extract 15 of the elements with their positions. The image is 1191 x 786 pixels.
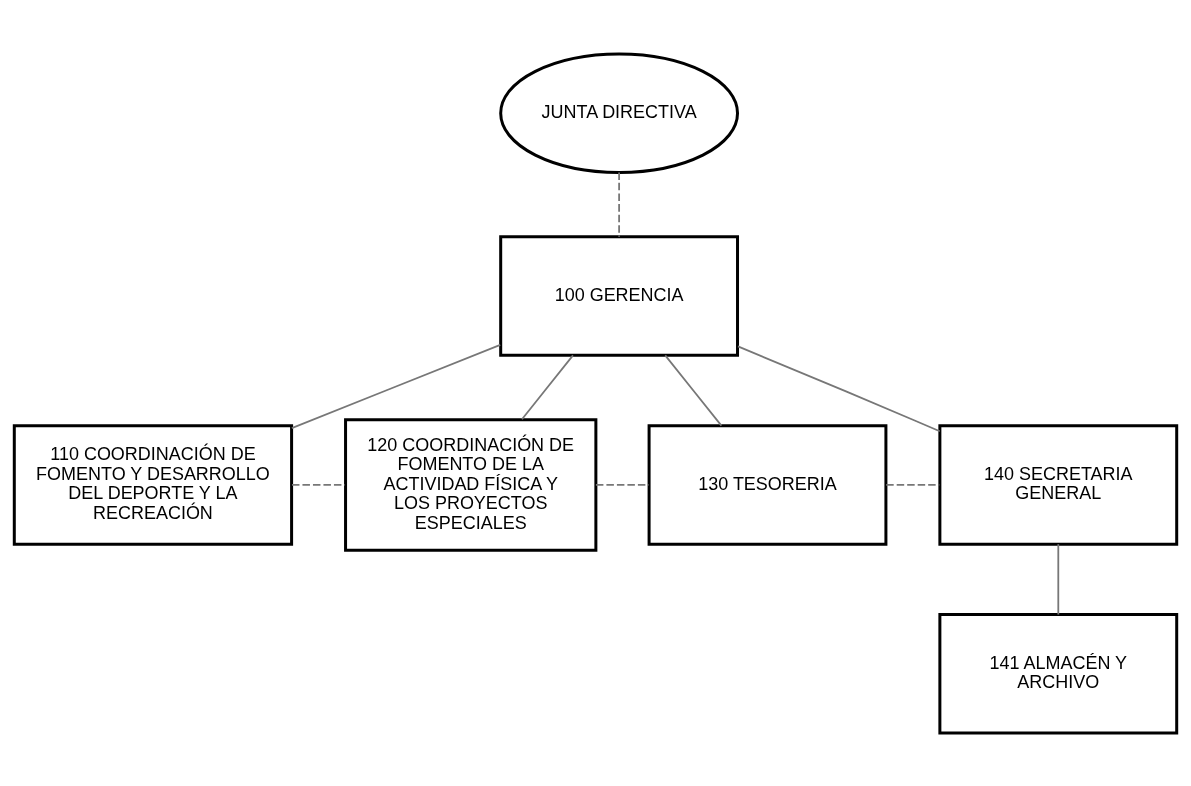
node-box: 130 TESORERIA: [647, 423, 888, 546]
connector: [1057, 542, 1060, 615]
connector: [291, 483, 346, 486]
node-box: 120 COORDINACIÓN DE FOMENTO DE LA ACTIVIDAD FÍSICA Y LOS PROYECTOS ESPECIALES: [344, 417, 598, 552]
connector: [595, 483, 650, 486]
node-box: 141 ALMACÉN Y ARCHIVO: [938, 612, 1179, 734]
connector: [290, 343, 502, 429]
connector: [664, 353, 723, 427]
node-ellipse: JUNTA DIRECTIVA: [499, 52, 739, 174]
connector: [618, 171, 620, 238]
connector: [737, 345, 941, 432]
node-box: 140 SECRETARIA GENERAL: [938, 423, 1179, 546]
node-box: 100 GERENCIA: [499, 234, 739, 357]
node-box: 110 COORDINACIÓN DE FOMENTO Y DESARROLLO DEL DEPORTE Y LA RECREACIÓN: [12, 423, 294, 546]
connector: [521, 353, 574, 420]
